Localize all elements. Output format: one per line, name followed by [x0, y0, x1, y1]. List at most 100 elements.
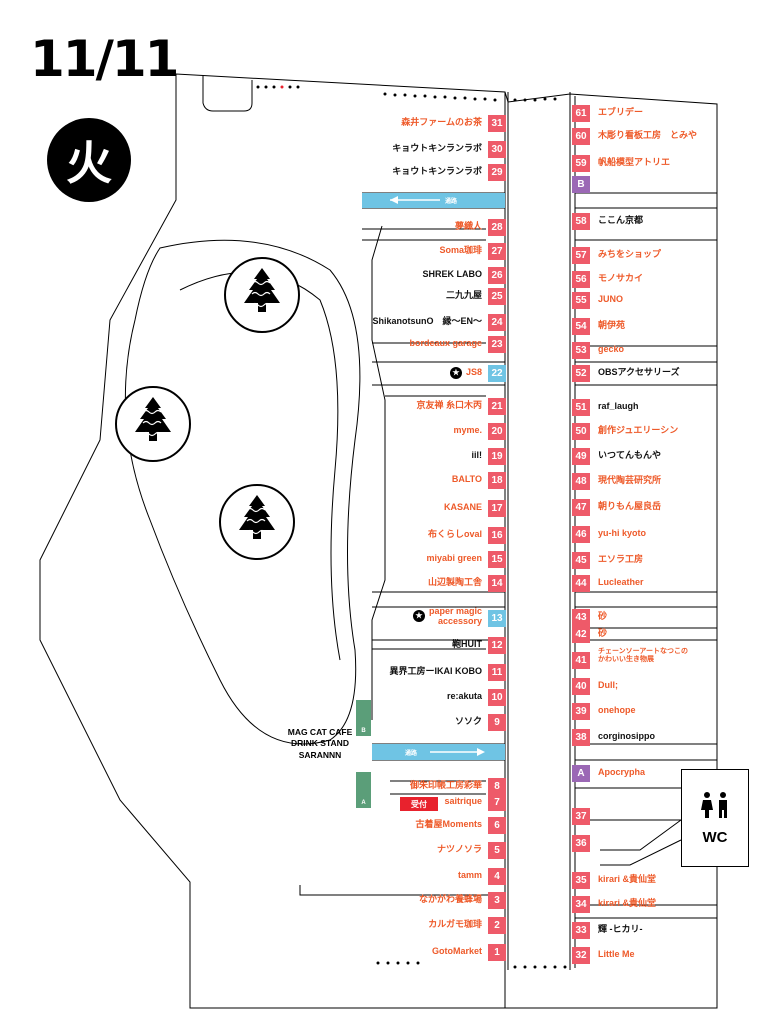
booth-name: 輝 -ヒカリ-: [598, 923, 643, 934]
event-date: 11/11: [30, 30, 179, 88]
booth-number: 6: [488, 817, 506, 834]
booth-name: KASANE: [443, 501, 482, 512]
booth-number: 31: [488, 115, 506, 132]
booth-name: re:akuta: [446, 690, 482, 701]
booth-number: 36: [572, 835, 590, 852]
booth-number: 12: [488, 637, 506, 654]
booth-name: SHREK LABO: [422, 268, 482, 279]
weekday-badge: 火: [47, 118, 131, 202]
booth-number: 13: [488, 610, 506, 627]
booth-number: 60: [572, 128, 590, 145]
booth-number: 7: [488, 794, 506, 811]
booth-name: Lucleather: [598, 576, 644, 587]
booth-number: 53: [572, 342, 590, 359]
booth-number: A: [572, 765, 590, 782]
booth-number: 23: [488, 336, 506, 353]
booth-number: 22: [488, 365, 506, 382]
booth-number: 19: [488, 448, 506, 465]
booth-number: 32: [572, 947, 590, 964]
booth-name: ★JS8: [449, 366, 482, 379]
booth-name: 二九九屋: [445, 289, 482, 300]
booth-name: 木彫り看板工房 とみや: [598, 129, 698, 140]
booth-number: 25: [488, 288, 506, 305]
booth-name: Apocrypha: [598, 766, 646, 777]
booth-number: 30: [488, 141, 506, 158]
booth-number: 34: [572, 896, 590, 913]
booth-name: いつてんもんや: [598, 449, 662, 460]
booth-number: 21: [488, 398, 506, 415]
booth-number: 40: [572, 678, 590, 695]
booth-name: 京友禅 糸口木丙: [416, 399, 482, 410]
arrow-right-icon: [477, 748, 485, 756]
booth-number: 27: [488, 243, 506, 260]
restroom: WC: [681, 769, 749, 867]
booth-number: 48: [572, 473, 590, 490]
booth-name: 砂: [598, 610, 608, 621]
booth-name: 古着屋Moments: [415, 818, 482, 829]
booth-name: カルガモ珈琲: [428, 918, 482, 929]
booth-number: 9: [488, 714, 506, 731]
booth-name: gecko: [598, 343, 625, 354]
booth-number: 15: [488, 551, 506, 568]
booth-name: iil!: [471, 449, 483, 460]
booth-number: 28: [488, 219, 506, 236]
booth-name: 創作ジュエリーシン: [598, 424, 679, 435]
booth-number: B: [572, 176, 590, 193]
right-booth-lines: [575, 192, 717, 919]
booth-name: OBSアクセサリーズ: [598, 366, 680, 377]
booth-name: miyabi green: [426, 552, 482, 563]
booth-number: 8: [488, 778, 506, 795]
booth-name: 帆船模型アトリエ: [598, 156, 671, 167]
booth-number: 3: [488, 892, 506, 909]
booth-name: みちをショップ: [598, 248, 662, 259]
booth-number: 11: [488, 664, 506, 681]
booth-name: kirari &貴仙堂: [598, 897, 657, 908]
booth-name: エブリデー: [598, 106, 644, 117]
booth-name: 山辺製陶工舎: [427, 576, 482, 587]
booth-number: 51: [572, 399, 590, 416]
booth-number: 1: [488, 944, 506, 961]
booth-number: 47: [572, 499, 590, 516]
booth-number: 38: [572, 729, 590, 746]
booth-name: 朝伊苑: [598, 319, 626, 330]
booth-number: 59: [572, 155, 590, 172]
booth-name: 夢織人: [454, 220, 482, 231]
booth-number: 61: [572, 105, 590, 122]
booth-number: 4: [488, 868, 506, 885]
passage-label-top: 通路: [445, 199, 458, 205]
reception-badge: 受付: [400, 797, 438, 811]
booth-name: JUNO: [598, 293, 624, 304]
star-icon: ★: [412, 610, 425, 623]
booth-number: 2: [488, 917, 506, 934]
booth-number: 44: [572, 575, 590, 592]
booth-number: 29: [488, 164, 506, 181]
booth-name: 砂: [598, 627, 608, 638]
booth-number: 52: [572, 365, 590, 382]
christmas-tree-icon: [219, 484, 295, 560]
booth-number: 55: [572, 292, 590, 309]
booth-name: 現代陶芸研究所: [598, 474, 662, 485]
booth-name: Little Me: [598, 948, 635, 959]
booth-number: 58: [572, 213, 590, 230]
booth-name: 異界工房ーIKAI KOBO: [389, 665, 482, 676]
booth-number: 26: [488, 267, 506, 284]
booth-number: 45: [572, 552, 590, 569]
booth-number: 39: [572, 703, 590, 720]
booth-number: 20: [488, 423, 506, 440]
christmas-tree-icon: [115, 386, 191, 462]
booth-name: BALTO: [451, 473, 482, 484]
booth-name: kirari &貴仙堂: [598, 873, 657, 884]
booth-name: raf_laugh: [598, 400, 639, 411]
booth-number: 43: [572, 609, 590, 626]
booth-number: 56: [572, 271, 590, 288]
booth-name: myme.: [453, 424, 482, 435]
booth-number: 49: [572, 448, 590, 465]
booth-number: 35: [572, 872, 590, 889]
dotted-markers: [256, 85, 567, 969]
booth-number: 57: [572, 247, 590, 264]
booth-name: ソソク: [454, 715, 482, 726]
booth-number: 42: [572, 626, 590, 643]
